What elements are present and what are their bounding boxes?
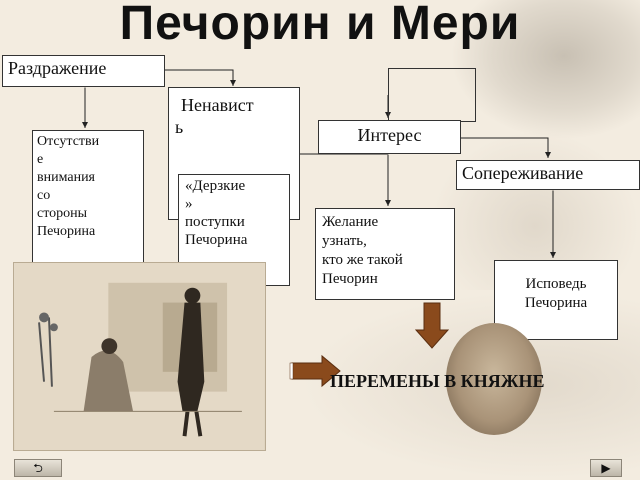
slide-title: Печорин и Мери (119, 0, 521, 50)
box-label: Интерес (357, 125, 422, 145)
return-arrow-icon: ⮌ (33, 461, 43, 475)
conclusion-text: ПЕРЕМЕНЫ В КНЯЖНЕ (330, 371, 545, 391)
box-label-line: Исповедь (525, 276, 587, 292)
illustration-drawing (14, 263, 265, 450)
box-label-line: Печорина (185, 232, 248, 248)
box-label-line: Ненавист (181, 95, 254, 115)
portrait-pechorin (446, 323, 542, 435)
box-label-line: стороны (37, 206, 88, 221)
box-label-line: » (185, 196, 193, 212)
empty-frame-box (388, 68, 476, 122)
box-interes: Интерес (318, 120, 461, 154)
next-slide-button[interactable]: ▶ (590, 459, 622, 477)
box-label-line: кто же такой (322, 252, 403, 268)
box-ispoved: Исповедь Печорина (494, 260, 618, 340)
box-zhelanie-uznat: Желание узнать, кто же такой Печорин (315, 208, 455, 300)
return-button[interactable]: ⮌ (14, 459, 62, 477)
box-label-line: поступки (185, 214, 245, 230)
box-soperezhivanie: Сопереживание (456, 160, 640, 190)
box-label: Сопереживание (462, 163, 584, 183)
box-label-line: Печорина (37, 224, 96, 239)
box-label-line: внимания (37, 170, 95, 185)
background-tree-sketch (450, 0, 640, 140)
illustration-pechorin-mary (13, 262, 266, 451)
box-label-line: Печорин (322, 271, 378, 287)
box-otsutstvie-vnimaniya: Отсутстви е внимания со стороны Печорина (32, 130, 144, 264)
box-label-line: узнать, (322, 233, 367, 249)
box-label-line: «Дерзкие (185, 178, 246, 194)
box-label-line: Печорина (524, 295, 588, 311)
box-label-line: Желание (322, 214, 379, 230)
box-label: Раздражение (8, 58, 107, 78)
box-label-line: е (37, 152, 44, 167)
box-label-line: Отсутстви (37, 134, 100, 149)
play-next-icon: ▶ (601, 461, 611, 475)
box-razdrazhenie: Раздражение (2, 55, 165, 87)
box-label-line: со (37, 188, 51, 203)
box-label-line: ь (175, 117, 184, 137)
connector-razdr-nenav (165, 69, 236, 86)
